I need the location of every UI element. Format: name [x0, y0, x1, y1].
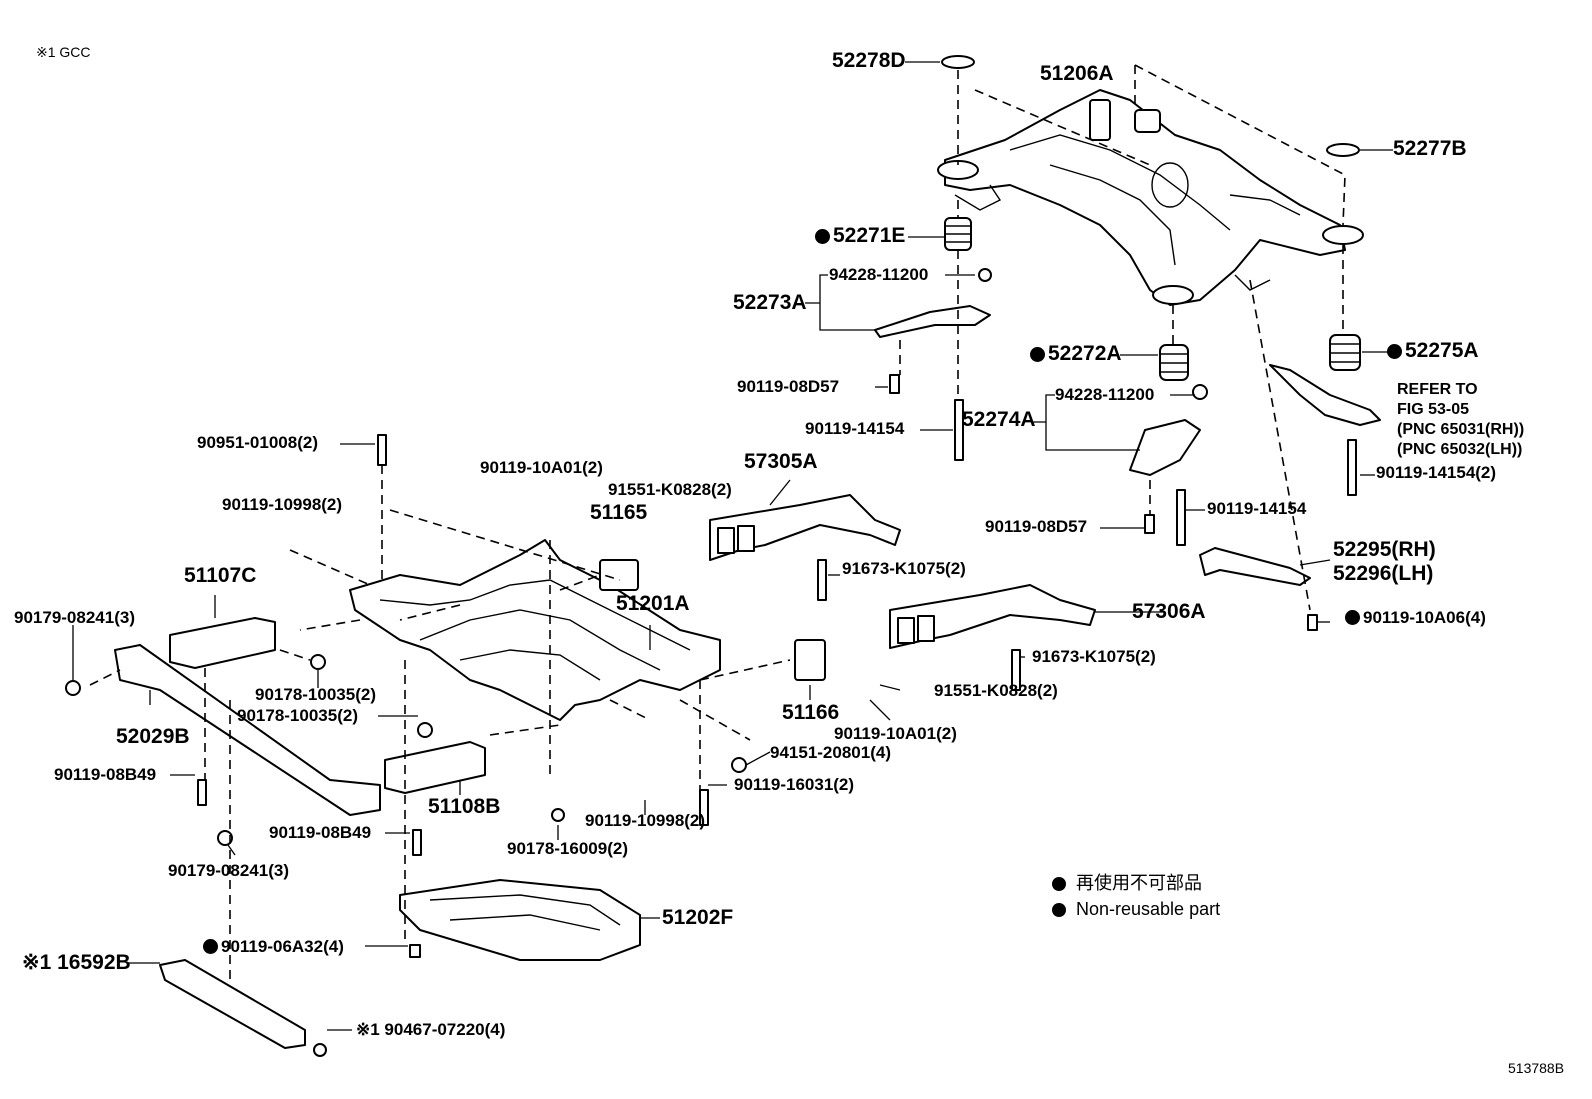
label-52278d: 52278D [832, 49, 906, 72]
legend-row-en: Non-reusable part [1052, 896, 1220, 922]
front-member-51201a [349, 539, 826, 721]
label-90119-14154-2: 90119-14154(2) [1376, 463, 1497, 482]
refer-line-3: (PNC 65031(RH)) [1397, 421, 1525, 438]
header-note: ※1 GCC [36, 44, 91, 60]
label-90119-08b49-a: 90119-08B49 [54, 765, 157, 784]
label-51166: 51166 [782, 701, 840, 724]
label-91673-k1075-b: 91673-K1075(2) [1032, 647, 1156, 666]
label-90119-14154-b: 90119-14154 [1207, 499, 1307, 518]
legend: 再使用不可部品 Non-reusable part [1052, 870, 1220, 922]
non-reusable-dot-icon [1030, 347, 1045, 362]
rear-mount-parts [874, 55, 1381, 631]
label-90119-08d57-b: 90119-08D57 [985, 517, 1088, 536]
part-16592b [159, 959, 327, 1057]
label-52271e: 52271E [815, 225, 905, 247]
label-51202f: 51202F [662, 906, 734, 929]
label-90467-07220: ※1 90467-07220(4) [356, 1020, 506, 1039]
label-52295-rh: 52295(RH) [1333, 538, 1436, 561]
non-reusable-dot-icon [1052, 903, 1066, 917]
non-reusable-dot-icon [1345, 610, 1360, 625]
refer-line-1: REFER TO [1397, 381, 1478, 398]
label-90119-06a32: 90119-06A32(4) [203, 938, 344, 956]
label-94151-20801: 94151-20801(4) [770, 743, 891, 762]
label-90179-08241-b: 90179-08241(3) [168, 861, 289, 880]
label-90179-08241-a: 90179-08241(3) [14, 608, 135, 627]
label-51108b: 51108B [428, 795, 501, 818]
label-90119-10a06: 90119-10A06(4) [1345, 609, 1486, 627]
under-cover-51202f [399, 879, 641, 961]
rear-member-51206a [937, 89, 1364, 306]
label-91551-k0828-a: 91551-K0828(2) [608, 480, 732, 499]
label-52277b: 52277B [1393, 137, 1467, 160]
non-reusable-dot-icon [203, 939, 218, 954]
label-94228-11200-a: 94228-11200 [829, 265, 929, 284]
label-52029b: 52029B [116, 725, 190, 748]
side-rails [709, 494, 1096, 691]
legend-row-ja: 再使用不可部品 [1052, 870, 1220, 896]
label-90951-01008: 90951-01008(2) [197, 433, 318, 452]
label-90178-16009: 90178-16009(2) [507, 839, 628, 858]
label-90119-10998-a: 90119-10998(2) [222, 495, 343, 514]
label-16592b: ※1 16592B [22, 951, 131, 974]
refer-line-2: FIG 53-05 [1397, 401, 1470, 418]
label-94228-11200-b: 94228-11200 [1055, 385, 1155, 404]
refer-note: REFER TO FIG 53-05 (PNC 65031(RH)) (PNC … [1397, 380, 1524, 460]
label-51201a: 51201A [616, 592, 690, 615]
footer-code: 513788B [1508, 1060, 1565, 1076]
label-57306a: 57306A [1132, 600, 1206, 623]
non-reusable-dot-icon [1052, 877, 1066, 891]
label-90119-10998-b: 90119-10998(2) [585, 811, 706, 830]
label-52273a: 52273A [733, 291, 807, 314]
label-52275a: 52275A [1387, 340, 1479, 362]
label-90178-10035-a: 90178-10035(2) [255, 685, 376, 704]
label-90119-16031: 90119-16031(2) [734, 775, 855, 794]
label-90119-10a01-b: 90119-10A01(2) [834, 724, 957, 743]
label-52274a: 52274A [962, 408, 1036, 431]
label-52296-lh: 52296(LH) [1333, 562, 1434, 585]
label-51165: 51165 [590, 501, 648, 524]
label-91673-k1075-a: 91673-K1075(2) [842, 559, 966, 578]
label-90119-14154-a: 90119-14154 [805, 419, 905, 438]
label-51206a: 51206A [1040, 62, 1114, 85]
label-52272a: 52272A [1030, 343, 1122, 365]
label-90119-08b49-b: 90119-08B49 [269, 823, 372, 842]
label-51107c: 51107C [184, 564, 257, 587]
label-91551-k0828-b: 91551-K0828(2) [934, 681, 1058, 700]
non-reusable-dot-icon [815, 229, 830, 244]
label-90178-10035-b: 90178-10035(2) [237, 706, 358, 725]
assembly-lines [89, 64, 1346, 985]
refer-line-4: (PNC 65032(LH)) [1397, 441, 1523, 458]
leader-lines [72, 61, 1393, 1031]
label-90119-10a01-a: 90119-10A01(2) [480, 458, 603, 477]
non-reusable-dot-icon [1387, 344, 1402, 359]
label-57305a: 57305A [744, 450, 818, 473]
label-90119-08d57-a: 90119-08D57 [737, 377, 840, 396]
